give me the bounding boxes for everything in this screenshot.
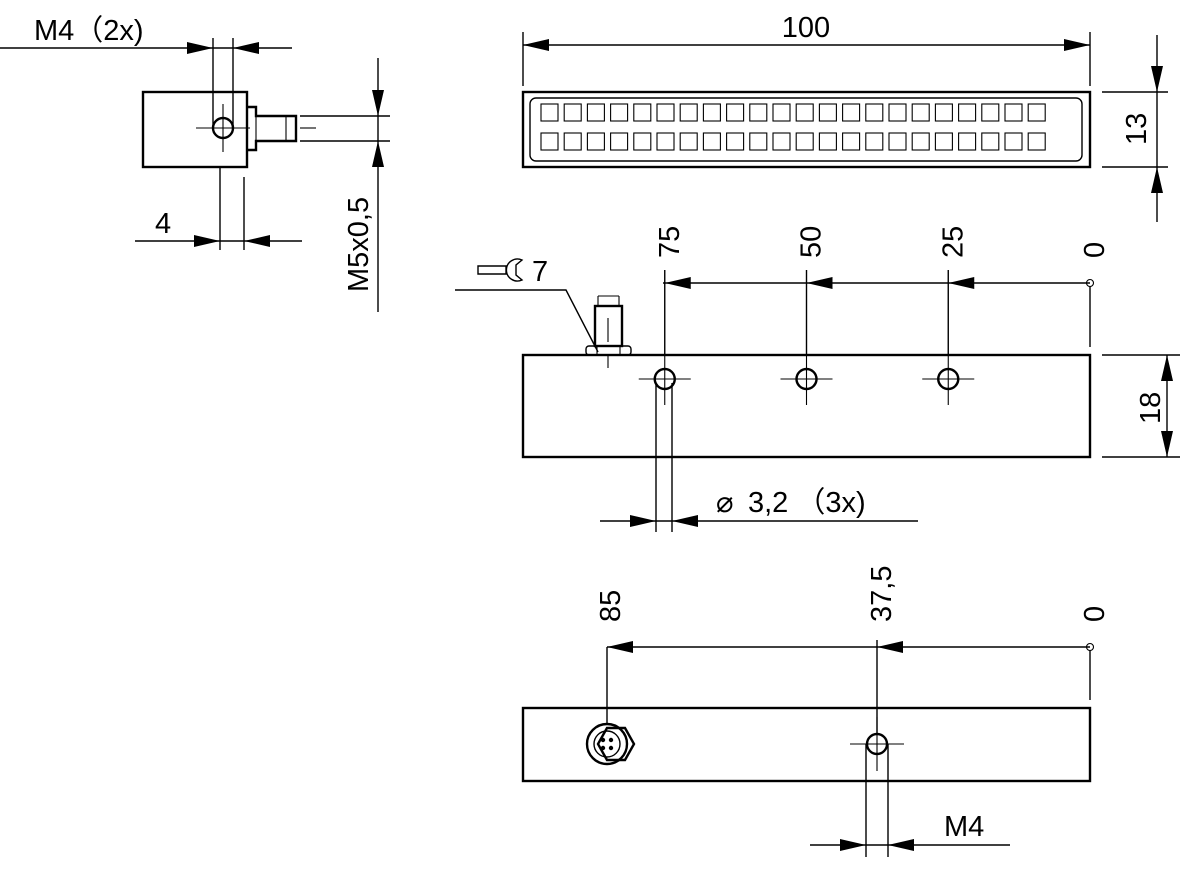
- pin-row2-6: [656, 132, 675, 151]
- front-height-label: 18: [1135, 392, 1167, 424]
- pin-row2-4: [610, 132, 629, 151]
- front-hole-label: 3,2 （3x): [748, 487, 866, 519]
- pin-row1-12: [795, 103, 814, 122]
- front-fitting-nut: [585, 345, 632, 356]
- pin-row2-8: [702, 132, 721, 151]
- pin-row1-5: [633, 103, 652, 122]
- pin-row1-22: [1027, 103, 1046, 122]
- pin-row1-11: [772, 103, 791, 122]
- pin-row1-3: [586, 103, 605, 122]
- pin-row2-22: [1027, 132, 1046, 151]
- front-view: 7 75 50 25 0 18 ⌀ 3,2 （3x): [455, 226, 1180, 532]
- front-arrow-25: [948, 277, 975, 289]
- pin-row2-5: [633, 132, 652, 151]
- pin-row1-6: [656, 103, 675, 122]
- side-thread-label: M4（2x): [34, 15, 144, 47]
- side-view: M4（2x) 4 M5x0,5: [0, 15, 390, 312]
- pin-row2-11: [772, 132, 791, 151]
- wrench-icon: [477, 258, 524, 282]
- front-arrow-50: [806, 277, 833, 289]
- pin-row1-7: [679, 103, 698, 122]
- bottom-pos-37-5: 37,5: [866, 566, 898, 622]
- wrench-size-label: 7: [532, 256, 548, 288]
- bottom-body: [521, 706, 1092, 783]
- front-pos-50: 50: [796, 226, 828, 258]
- top-height-label: 13: [1121, 113, 1153, 145]
- bottom-thread-label: M4: [944, 811, 984, 843]
- front-position-marks: 75 50 25 0: [654, 226, 1111, 355]
- m8-connector: [585, 722, 636, 766]
- top-view: 100 13: [521, 12, 1168, 222]
- top-body: [521, 90, 1092, 169]
- pin-row2-18: [934, 132, 953, 151]
- pin-row1-2: [563, 103, 582, 122]
- pin-row1-10: [749, 103, 768, 122]
- pin-row1-19: [958, 103, 977, 122]
- pin-row2-21: [1004, 132, 1023, 151]
- pin-row1-18: [934, 103, 953, 122]
- front-pos-75: 75: [654, 226, 686, 258]
- pin-row2-1: [540, 132, 559, 151]
- pin-row1-13: [818, 103, 837, 122]
- pin-row2-15: [865, 132, 884, 151]
- pin-array: [540, 103, 1046, 151]
- pin-row1-1: [540, 103, 559, 122]
- pin-row2-19: [958, 132, 977, 151]
- side-body: [141, 90, 249, 169]
- pin-row2-13: [818, 132, 837, 151]
- pin-row1-21: [1004, 103, 1023, 122]
- pin-row1-9: [726, 103, 745, 122]
- pin-row1-8: [702, 103, 721, 122]
- pin-row2-14: [842, 132, 861, 151]
- top-length-label: 100: [782, 12, 830, 44]
- front-arrow-75: [664, 277, 691, 289]
- front-pos-0: 0: [1079, 242, 1111, 258]
- side-width-label: 4: [155, 208, 171, 240]
- side-fitting: [247, 105, 298, 152]
- bottom-pos-85: 85: [595, 590, 627, 622]
- wrench-leader: [455, 289, 599, 353]
- pin-row2-20: [981, 132, 1000, 151]
- top-inner-frame: [529, 97, 1083, 162]
- pin-row1-15: [865, 103, 884, 122]
- pin-row2-17: [911, 132, 930, 151]
- pin-row2-10: [749, 132, 768, 151]
- pin-row2-12: [795, 132, 814, 151]
- pin-row1-4: [610, 103, 629, 122]
- side-port-label: M5x0,5: [343, 197, 375, 292]
- bottom-pos-0: 0: [1079, 606, 1111, 622]
- pin-row1-20: [981, 103, 1000, 122]
- pin-row2-7: [679, 132, 698, 151]
- pin-row2-3: [586, 132, 605, 151]
- pin-row1-17: [911, 103, 930, 122]
- front-pos-25: 25: [937, 226, 969, 258]
- front-mounting-holes: [638, 355, 975, 405]
- pin-row1-16: [888, 103, 907, 122]
- diameter-symbol: ⌀: [716, 487, 733, 519]
- pin-row2-2: [563, 132, 582, 151]
- pin-row1-14: [842, 103, 861, 122]
- pin-row2-9: [726, 132, 745, 151]
- bottom-view: 85 37,5 0 M4: [521, 566, 1111, 857]
- pin-row2-16: [888, 132, 907, 151]
